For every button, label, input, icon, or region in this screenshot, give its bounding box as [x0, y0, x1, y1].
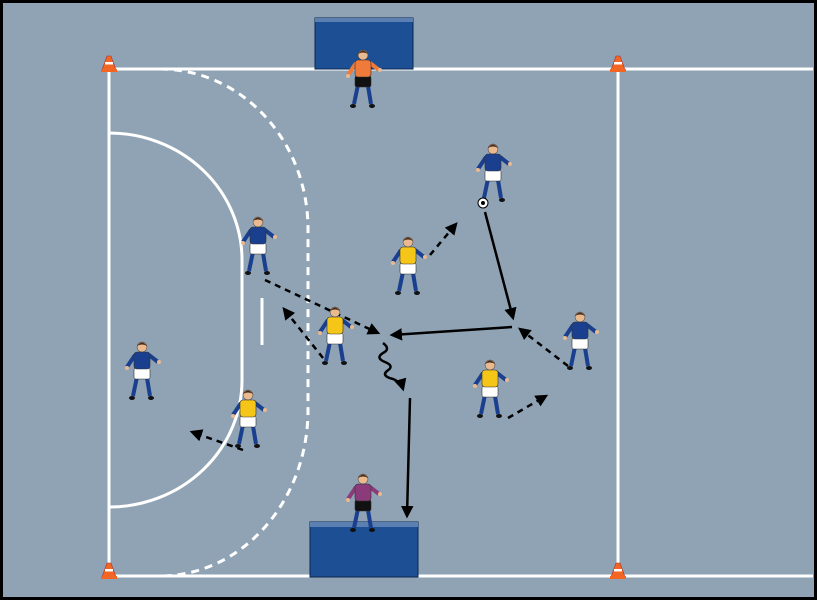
ball-icon [477, 197, 489, 209]
run-arrow [507, 394, 549, 420]
run-arrow [189, 429, 244, 452]
run-arrow [264, 278, 381, 335]
shot-arrow [401, 397, 414, 519]
run-arrow [429, 222, 458, 256]
dribble-arrow [378, 342, 407, 392]
bottom-goal [309, 521, 419, 578]
free-throw-dashed-arc [159, 67, 310, 578]
goal-area-arc [108, 131, 244, 509]
pass-arrow [389, 325, 513, 341]
pass-arrow [483, 211, 517, 321]
